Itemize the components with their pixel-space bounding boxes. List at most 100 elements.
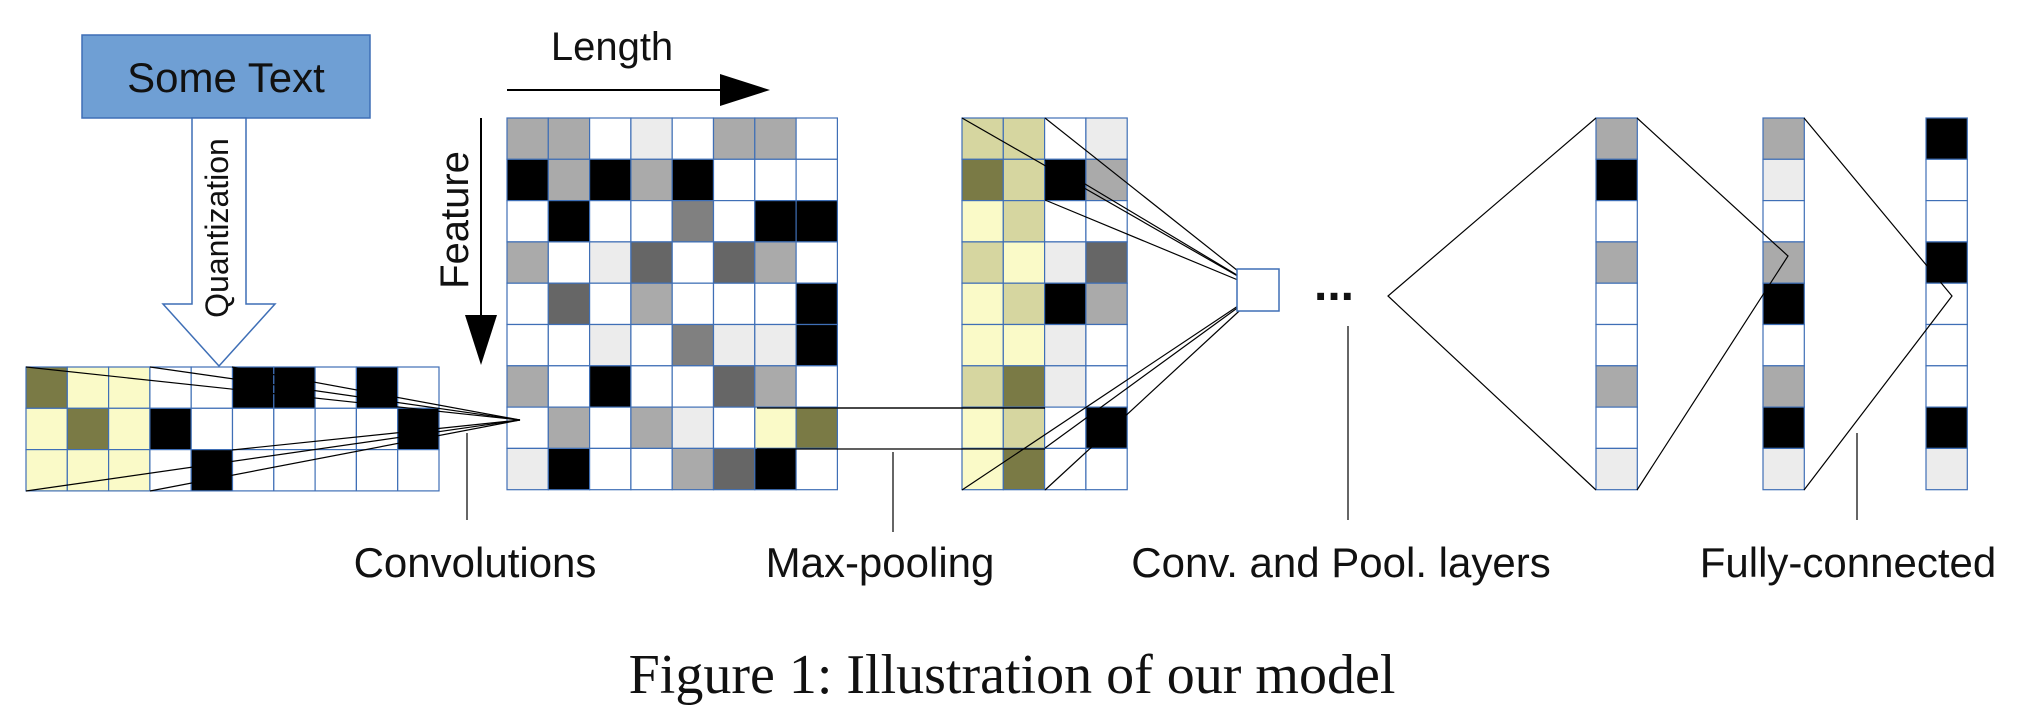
- fully-connected-column-2: [1762, 117, 1805, 491]
- feature-grid-cell: [506, 117, 549, 160]
- feature-grid-cell: [754, 117, 797, 160]
- feature-grid-cell: [630, 117, 673, 160]
- fc-cell: [1925, 447, 1968, 491]
- feature-grid-cell: [506, 158, 549, 202]
- fc-cell: [1595, 406, 1638, 450]
- input-grid-cell: [25, 449, 68, 492]
- feature-grid-cell: [506, 200, 549, 243]
- feature-grid-cell: [588, 200, 632, 243]
- feature-grid-cell: [547, 117, 591, 160]
- fc-cell: [1595, 158, 1638, 202]
- pooled-grid-cell: [1002, 406, 1046, 450]
- feature-grid-cell: [588, 282, 632, 326]
- conv-pool-connections: [961, 117, 1263, 491]
- feature-grid-cell: [671, 323, 715, 367]
- feature-grid-cell: [795, 447, 838, 491]
- feature-grid-cell: [795, 158, 838, 202]
- feature-grid-cell: [671, 406, 715, 450]
- conv-line: [25, 366, 521, 421]
- conv2-line: [961, 289, 1263, 491]
- feature-grid-cell: [547, 158, 591, 202]
- pooled-grid-cell: [961, 447, 1004, 491]
- pooled-grid-cell: [1002, 323, 1046, 367]
- pooled-grid-cell: [1085, 406, 1128, 450]
- fc-cell: [1762, 406, 1805, 450]
- diamond-b: [1636, 117, 1789, 491]
- conv2-line: [961, 117, 1263, 291]
- pooled-grid-cell: [1002, 241, 1046, 284]
- fc-cell: [1762, 282, 1805, 326]
- conv-line: [231, 419, 521, 451]
- figure-caption: Figure 1: Illustration of our model: [629, 644, 1396, 706]
- feature-grid-cell: [630, 282, 673, 326]
- input-grid-cell: [149, 366, 192, 409]
- feature-label: Feature: [433, 151, 477, 289]
- feature-grid-cell: [795, 406, 838, 450]
- fc-cell: [1925, 323, 1968, 367]
- fc-cell: [1762, 365, 1805, 408]
- input-grid-cell: [25, 407, 68, 451]
- feature-grid-cell: [754, 282, 797, 326]
- conv2-line: [1044, 199, 1263, 291]
- conv2-line: [1044, 117, 1263, 291]
- feature-grid-cell: [547, 323, 591, 367]
- conv-line: [149, 419, 521, 492]
- input-grid-cell: [397, 366, 440, 409]
- feature-grid-cell: [630, 241, 673, 284]
- pooled-grid-cell: [1085, 200, 1128, 243]
- pooled-grid-cell: [1043, 323, 1087, 367]
- ellipsis: ...: [1314, 258, 1354, 311]
- input-grid-cell: [355, 449, 399, 492]
- pooled-grid-cell: [1043, 117, 1087, 160]
- fc-cell: [1762, 158, 1805, 202]
- input-grid-cell: [397, 449, 440, 492]
- label-pointers: [466, 326, 1858, 532]
- input-text-box: Some Text: [81, 34, 371, 119]
- feature-grid-cell: [754, 158, 797, 202]
- feature-grid-cell: [547, 200, 591, 243]
- fc-cell: [1762, 323, 1805, 367]
- fc-cell: [1595, 447, 1638, 491]
- fc-cell: [1762, 447, 1805, 491]
- convolution-connections: [25, 366, 521, 492]
- fc-cell: [1925, 117, 1968, 160]
- input-grid-cell: [355, 407, 399, 451]
- fc-cell: [1595, 282, 1638, 326]
- quantization-arrow-shape: [161, 117, 277, 368]
- pooled-grid-cell: [1043, 365, 1087, 408]
- fc-cell: [1925, 406, 1968, 450]
- feature-grid-cell: [547, 241, 591, 284]
- fc-cell: [1925, 241, 1968, 284]
- feature-grid-cell: [754, 241, 797, 284]
- feature-grid-cell: [754, 200, 797, 243]
- input-grid-cell: [314, 449, 358, 492]
- feature-grid-cell: [588, 158, 632, 202]
- label-conv-pool-layers: Conv. and Pool. layers: [1131, 539, 1550, 586]
- diamond-connections: [1387, 117, 1953, 491]
- feature-grid-cell: [712, 323, 756, 367]
- feature-grid-cell: [547, 282, 591, 326]
- feature-grid-cell: [754, 447, 797, 491]
- pooled-grid-cell: [1085, 117, 1128, 160]
- input-quantized-grid: [25, 366, 440, 492]
- feature-axis: Feature: [433, 118, 497, 365]
- feature-grid-cell: [588, 241, 632, 284]
- pooling-connections: [757, 407, 1045, 450]
- pooled-grid-cell: [1085, 241, 1128, 284]
- length-label: Length: [551, 25, 673, 69]
- conv-output-unit: [1236, 268, 1280, 312]
- feature-grid-cell: [671, 117, 715, 160]
- feature-grid-cell: [712, 282, 756, 326]
- pooled-grid-cell: [1002, 200, 1046, 243]
- fc-cell: [1762, 200, 1805, 243]
- input-grid-cell: [107, 449, 151, 492]
- feature-grid-cell: [671, 158, 715, 202]
- quantization-label: Quantization: [199, 138, 235, 318]
- length-axis: Length: [507, 25, 770, 106]
- conv-line: [25, 419, 521, 492]
- feature-grid-cell: [630, 323, 673, 367]
- feature-grid-cell: [506, 365, 549, 408]
- pooled-grid-cell: [1002, 158, 1046, 202]
- feature-grid-cell: [754, 365, 797, 408]
